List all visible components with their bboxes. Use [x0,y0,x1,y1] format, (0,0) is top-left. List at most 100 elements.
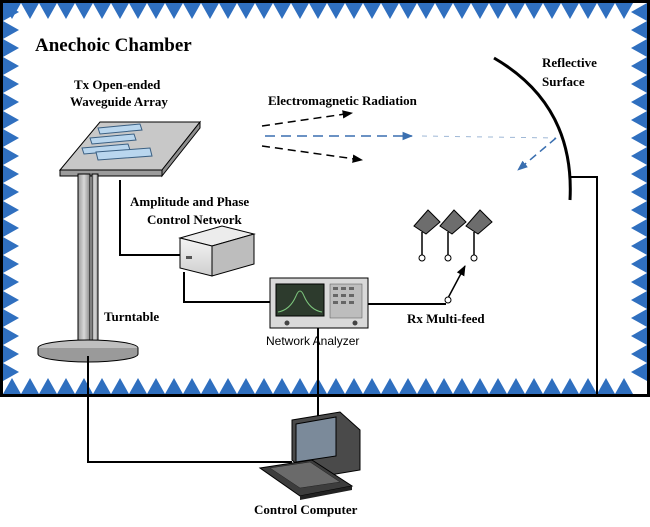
absorber-spike-right [631,345,647,363]
absorber-spike-bottom [3,378,21,394]
absorber-spike-top [579,3,597,19]
absorber-spike-bottom [435,378,453,394]
absorber-spike-top [345,3,363,19]
absorber-spike-bottom [273,378,291,394]
absorber-spike-top [291,3,309,19]
control-network-label-line1: Amplitude and Phase [130,194,249,209]
absorber-spike-right [631,219,647,237]
absorber-spike-left [3,363,19,381]
absorber-spike-left [3,3,19,21]
absorber-spike-bottom [111,378,129,394]
absorber-spike-right [631,291,647,309]
absorber-spike-right [631,201,647,219]
absorber-spike-top [93,3,111,19]
absorber-spike-top [381,3,399,19]
absorber-spike-bottom [417,378,435,394]
absorber-spike-top [237,3,255,19]
absorber-spike-bottom [453,378,471,394]
absorber-spike-top [399,3,417,19]
absorber-spike-right [631,273,647,291]
network-analyzer-label: Network Analyzer [266,334,359,348]
control-computer [258,411,361,500]
cables [87,176,598,463]
control-network-label-line2: Control Network [147,212,242,227]
absorber-spike-bottom [291,378,309,394]
tx-array-label-line2: Waveguide Array [70,94,168,109]
absorber-spike-bottom [147,378,165,394]
absorber-spike-bottom [219,378,237,394]
absorber-spike-bottom [93,378,111,394]
absorber-spike-top [147,3,165,19]
reflective-surface-label-line1: Reflective [542,55,597,70]
absorber-spike-bottom [57,378,75,394]
absorber-spike-bottom [471,378,489,394]
absorber-spike-top [525,3,543,19]
absorber-spike-top [111,3,129,19]
absorber-spike-top [219,3,237,19]
absorber-spike-left [3,111,19,129]
absorber-spike-top [273,3,291,19]
absorber-spikes [3,3,647,394]
absorber-spike-bottom [543,378,561,394]
absorber-spike-top [471,3,489,19]
absorber-spike-top [327,3,345,19]
absorber-spike-top [201,3,219,19]
absorber-spike-bottom [507,378,525,394]
absorber-spike-right [631,327,647,345]
radiation-rays [261,110,557,171]
absorber-spike-bottom [21,378,39,394]
chamber-border [0,0,650,397]
absorber-spike-left [3,309,19,327]
absorber-spike-bottom [561,378,579,394]
absorber-spike-bottom [363,378,381,394]
absorber-spike-left [3,255,19,273]
absorber-spike-right [631,129,647,147]
absorber-spike-top [255,3,273,19]
absorber-spike-left [3,57,19,75]
absorber-spike-bottom [615,378,633,394]
em-radiation-label: Electromagnetic Radiation [268,93,418,108]
absorber-spike-left [3,129,19,147]
absorber-spike-top [453,3,471,19]
absorber-spike-left [3,93,19,111]
absorber-spike-right [631,93,647,111]
absorber-spike-left [3,75,19,93]
reflective-surface-label-line2: Surface [542,74,585,89]
absorber-spike-right [631,255,647,273]
absorber-spike-top [561,3,579,19]
absorber-spike-bottom [255,378,273,394]
absorber-spike-right [631,183,647,201]
absorber-spike-bottom [75,378,93,394]
absorber-spike-bottom [39,378,57,394]
absorber-spike-bottom [237,378,255,394]
control-network-box [178,225,256,277]
absorber-spike-top [57,3,75,19]
absorber-spike-bottom [489,378,507,394]
absorber-spike-left [3,291,19,309]
absorber-spike-bottom [525,378,543,394]
absorber-spike-right [631,363,647,381]
absorber-spike-top [39,3,57,19]
absorber-spike-bottom [381,378,399,394]
absorber-spike-bottom [165,378,183,394]
absorber-spike-top [129,3,147,19]
absorber-spike-right [631,147,647,165]
absorber-spike-left [3,201,19,219]
absorber-spike-right [631,57,647,75]
absorber-spike-left [3,345,19,363]
absorber-spike-left [3,219,19,237]
absorber-spike-top [417,3,435,19]
control-computer-label: Control Computer [254,502,358,517]
absorber-spike-bottom [183,378,201,394]
chamber-title: Anechoic Chamber [35,35,192,56]
absorber-spike-bottom [597,378,615,394]
rx-multifeed-horns [413,209,493,304]
reflective-surface [493,56,572,201]
absorber-spike-left [3,165,19,183]
absorber-spike-left [3,327,19,345]
absorber-spike-top [165,3,183,19]
absorber-spike-right [631,21,647,39]
absorber-spike-top [363,3,381,19]
absorber-spike-right [631,309,647,327]
